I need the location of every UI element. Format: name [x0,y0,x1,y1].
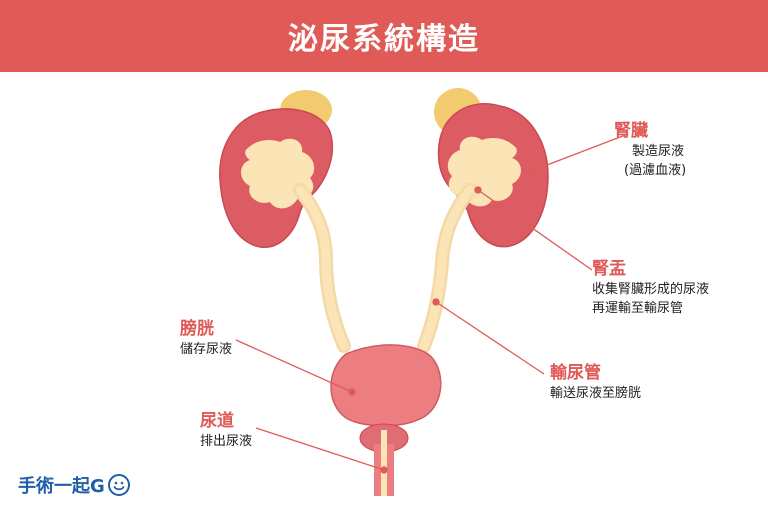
pelvis-desc-1: 收集腎臟形成的尿液 [592,282,710,297]
pelvis-desc-2: 再運輸至輸尿管 [592,301,684,316]
pelvis-name: 腎盂 [592,259,626,279]
urethra-name: 尿道 [200,411,234,431]
ureter-leader-line [435,301,545,375]
kidney-name: 腎臟 [614,121,648,141]
bladder-leader-dot [348,388,356,396]
right-ureter-core [419,185,475,351]
kidney-leader-dot [530,166,538,174]
urethra-label: 尿道 排出尿液 [200,410,252,451]
brand-logo: 手術一起G [18,472,131,498]
ureter-label: 輸尿管 輸送尿液至膀胱 [550,362,641,403]
left-ureter-core [295,185,349,351]
kidney-leader-line [533,133,629,171]
bladder-shape [330,344,442,427]
urethra-desc-1: 排出尿液 [200,434,253,449]
pelvis-leader-dot [474,186,482,194]
bladder-leader-line [235,339,353,393]
ureter-leader-dot [432,298,440,306]
urethra-channel [381,430,387,496]
bladder-name: 膀胱 [180,319,214,339]
kidney-label: 腎臟 製造尿液 (過濾血液) [614,120,686,180]
bladder-label: 膀胱 儲存尿液 [180,318,232,359]
bladder-desc-1: 儲存尿液 [180,342,233,357]
kidney-desc-2: (過濾血液) [624,163,687,178]
logo-text: 手術一起G [18,476,105,497]
pelvis-label: 腎盂 收集腎臟形成的尿液 再運輸至輸尿管 [592,258,709,318]
urethra-leader-line [255,427,385,471]
urethra-leader-dot [380,466,388,474]
pelvis-leader-line [477,189,593,271]
ureter-desc-1: 輸送尿液至膀胱 [550,386,642,401]
kidney-desc-1: 製造尿液 [632,144,685,159]
ureter-name: 輸尿管 [550,363,601,383]
title-banner: 泌尿系統構造 [0,0,768,72]
smiley-face-icon [107,474,130,496]
page-title: 泌尿系統構造 [288,22,480,57]
